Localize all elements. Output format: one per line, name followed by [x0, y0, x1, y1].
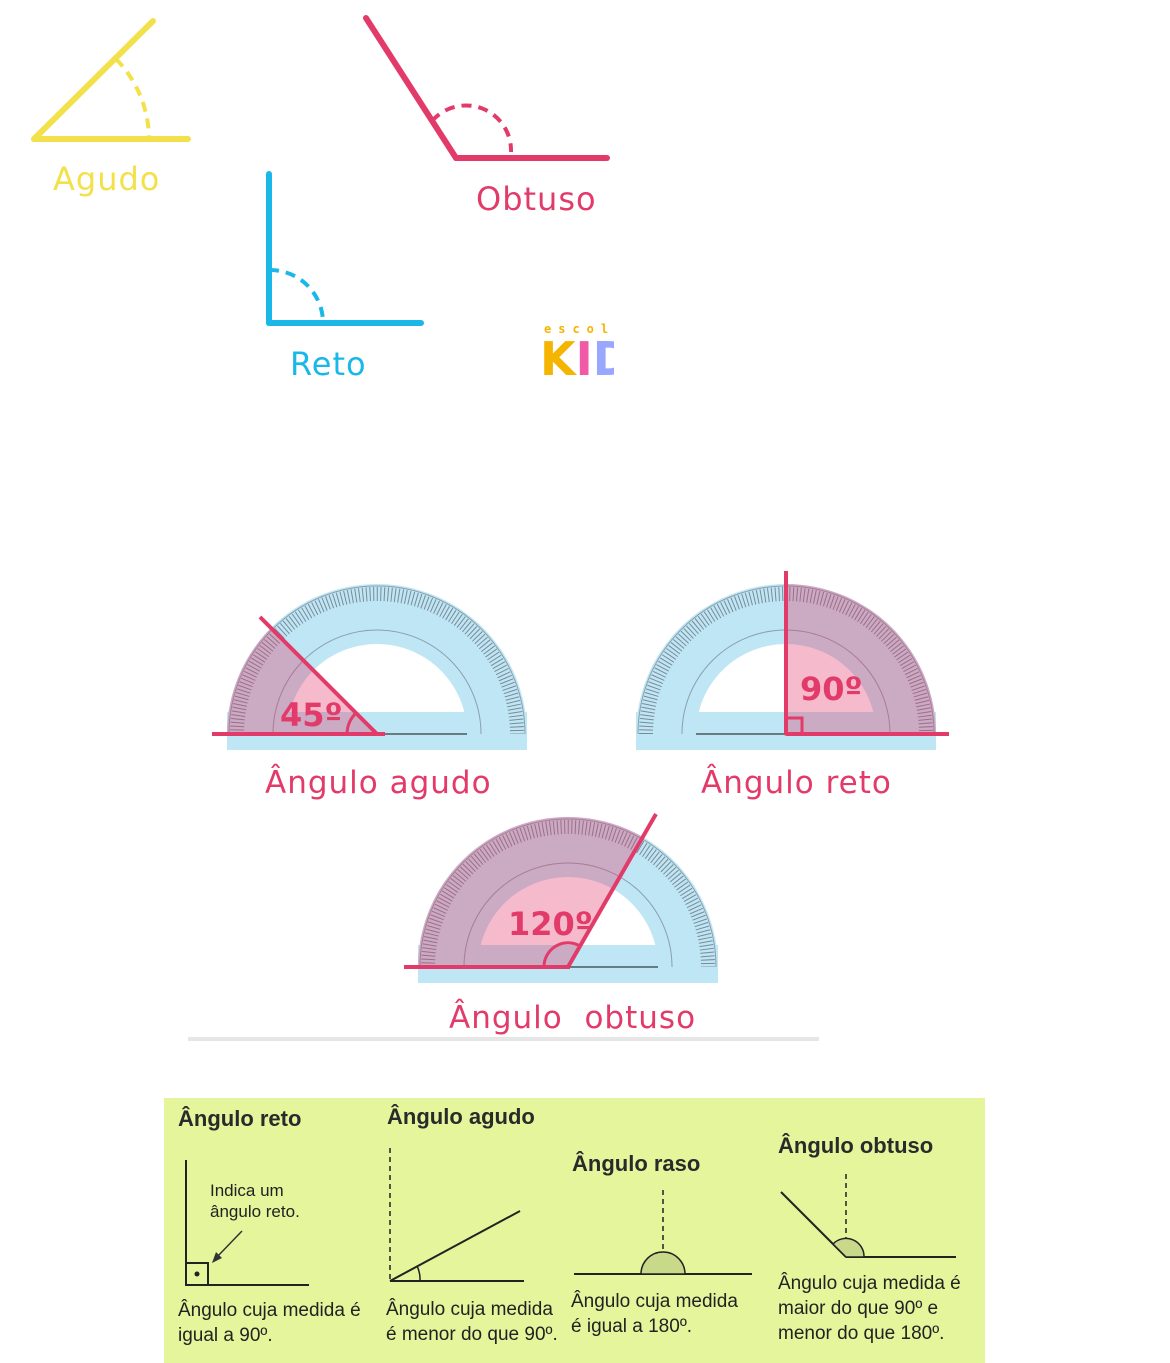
panel-note-1: Indica um — [210, 1181, 284, 1200]
panel-title-agudo: Ângulo agudo — [387, 1104, 535, 1129]
measure-120: 120º — [508, 905, 593, 943]
panel-title-obtuso: Ângulo obtuso — [778, 1133, 934, 1158]
protractor-diagrams: 45º 90º 120º — [212, 571, 949, 1010]
panel-title-reto: Ângulo reto — [178, 1106, 302, 1131]
panel-desc-agudo-1: Ângulo cuja medida — [386, 1299, 553, 1320]
panel-note-2: ângulo reto. — [210, 1202, 300, 1221]
caption-angulo-reto: Ângulo reto — [701, 765, 892, 801]
acute-angle-drawing — [31, 15, 610, 326]
panel-desc-obtuso-3: menor do que 180º. — [778, 1323, 945, 1344]
measure-90: 90º — [800, 670, 863, 708]
divider-line — [188, 1037, 819, 1041]
panel-desc-reto-2: igual a 90º. — [178, 1325, 273, 1346]
caption-angulo-agudo: Ângulo agudo — [265, 765, 492, 801]
label-reto: Reto — [290, 345, 367, 383]
label-agudo: Agudo — [53, 160, 161, 198]
angle-types-panel: Ângulo reto Indica um ângulo reto. Ângul… — [164, 1098, 985, 1363]
panel-desc-obtuso-2: maior do que 90º e — [778, 1298, 939, 1319]
panel-desc-reto-1: Ângulo cuja medida é — [178, 1300, 361, 1321]
logo-top-text: escol — [544, 322, 614, 336]
logo-main-text: KIDS — [540, 332, 614, 384]
escola-kids-logo: escol KIDS — [540, 322, 614, 384]
panel-title-raso: Ângulo raso — [572, 1151, 701, 1176]
label-obtuso: Obtuso — [476, 180, 597, 218]
panel-angle-drawings — [185, 1148, 956, 1286]
measure-45: 45º — [280, 696, 343, 734]
panel-desc-raso-2: é igual a 180º. — [571, 1316, 693, 1337]
panel-desc-raso-1: Ângulo cuja medida — [571, 1291, 738, 1312]
caption-angulo-obtuso: Ângulo obtuso — [449, 1000, 697, 1036]
panel-desc-obtuso-1: Ângulo cuja medida é — [778, 1273, 961, 1294]
panel-desc-agudo-2: é menor do que 90º. — [386, 1324, 558, 1345]
